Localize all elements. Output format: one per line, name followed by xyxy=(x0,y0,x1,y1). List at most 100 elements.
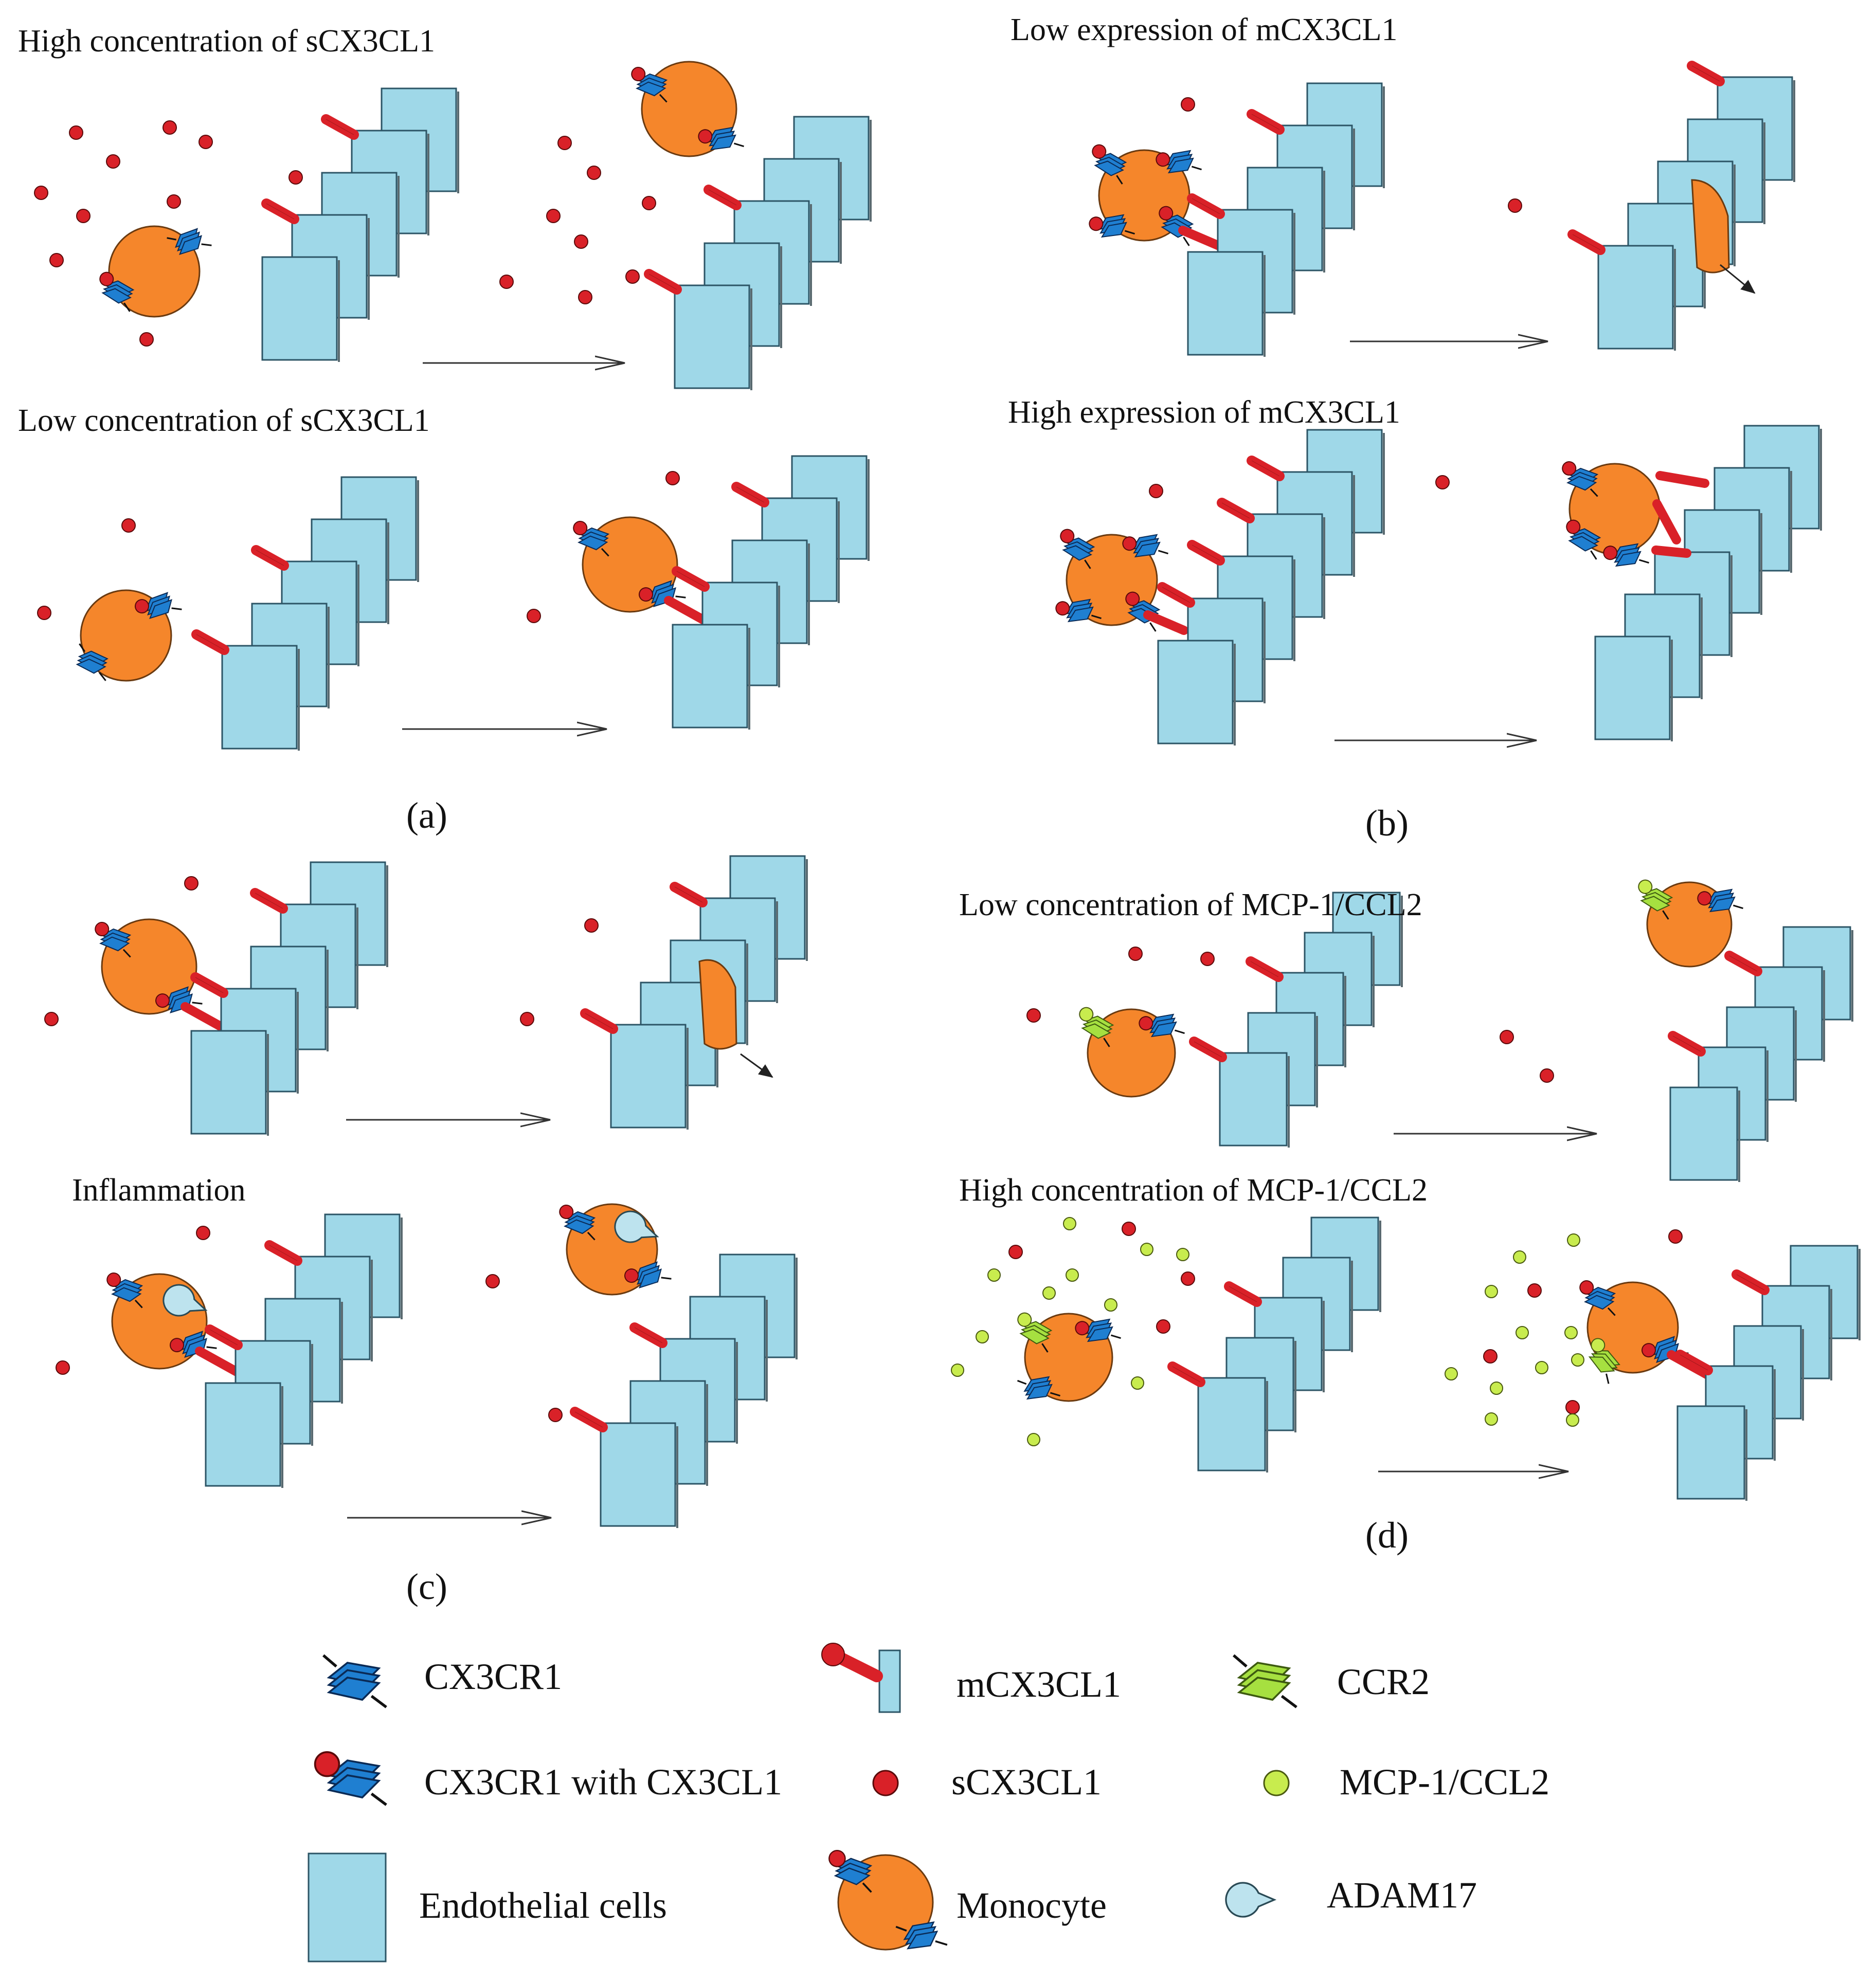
endothelial-cell xyxy=(672,624,748,729)
scx3cl1-dot xyxy=(56,1360,70,1375)
legend-label-scx3cl1: sCX3CL1 xyxy=(951,1761,1102,1803)
scx3cl1-dot xyxy=(121,518,136,533)
scx3cl1-dot xyxy=(587,166,601,180)
scx3cl1-dot xyxy=(163,120,177,135)
legend-mcx3cl1-membrane xyxy=(878,1649,901,1713)
tether-binding xyxy=(195,1347,241,1376)
mcx3cl1-pin xyxy=(196,634,224,650)
endothelial-cell xyxy=(610,1024,687,1129)
scx3cl1-dot xyxy=(199,135,213,149)
tether-binding xyxy=(1651,546,1691,558)
mcp1-dot xyxy=(1176,1248,1189,1261)
scx3cl1-dot xyxy=(1483,1349,1498,1364)
legend-label-endothelial: Endothelial cells xyxy=(419,1885,667,1926)
mcx3cl1-pin xyxy=(1573,234,1600,250)
scx3cl1-dot xyxy=(69,125,83,140)
mcx3cl1-pin xyxy=(1737,1275,1764,1290)
mcx3cl1-pin xyxy=(675,887,702,902)
mcx3cl1-pin xyxy=(736,487,764,502)
caption-inflammation: Inflammation xyxy=(72,1173,245,1208)
mcx3cl1-pin xyxy=(677,571,705,587)
panel-b xyxy=(1053,66,1822,746)
mcx3cl1-pin xyxy=(1252,114,1279,130)
mcx3cl1-pin xyxy=(1692,66,1720,81)
endothelial-cell xyxy=(261,256,338,361)
tether-binding xyxy=(1652,499,1681,544)
mcx3cl1-pin xyxy=(649,274,677,289)
legend-label-ccr2: CCR2 xyxy=(1337,1661,1430,1702)
scx3cl1-dot xyxy=(499,275,514,289)
mcp1-dot xyxy=(1566,1413,1579,1427)
mcx3cl1-pin xyxy=(210,1330,238,1345)
tether-binding xyxy=(1655,471,1709,488)
mcx3cl1-pin xyxy=(195,977,223,993)
scx3cl1-dot xyxy=(184,876,199,890)
scx3cl1-dot xyxy=(44,1012,59,1026)
mcp1-dot xyxy=(1445,1367,1458,1380)
legend-scx3cl1-icon xyxy=(872,1770,899,1796)
panel-label-a: (a) xyxy=(406,795,447,836)
scx3cl1-dot xyxy=(37,606,51,620)
mcp1-dot xyxy=(987,1268,1001,1282)
legend-mcp1-icon xyxy=(1263,1770,1290,1796)
endothelial-cell xyxy=(1197,1377,1266,1471)
mcx3cl1-pin xyxy=(1192,198,1220,214)
scx3cl1-dot xyxy=(1435,475,1450,489)
endothelial-cell xyxy=(600,1422,676,1527)
mcx3cl1-pin xyxy=(1680,1355,1708,1370)
endothelial-cell xyxy=(205,1382,281,1487)
mcx3cl1-pin xyxy=(1192,545,1220,560)
endothelial-cell xyxy=(221,645,298,750)
endothelial-cell xyxy=(1669,1086,1738,1181)
scx3cl1-dot xyxy=(1668,1229,1683,1244)
mcx3cl1-pin xyxy=(326,119,354,135)
endothelial-cell xyxy=(1187,251,1264,356)
legend-cx3cr1-icon xyxy=(323,1656,386,1707)
panel-c xyxy=(44,855,808,1528)
mcx3cl1-pin xyxy=(1222,503,1250,518)
endothelial-cell xyxy=(674,284,750,389)
mcx3cl1-pin xyxy=(1229,1286,1257,1302)
scx3cl1-dot xyxy=(1026,1008,1041,1023)
tether-binding xyxy=(664,596,710,626)
scx3cl1-dot xyxy=(1565,1400,1580,1414)
scx3cl1-dot xyxy=(1156,1319,1170,1334)
scx3cl1-dot xyxy=(665,471,680,485)
monocyte xyxy=(641,61,737,157)
mcp1-dot xyxy=(1567,1233,1580,1247)
legend-label-monocyte: Monocyte xyxy=(957,1885,1107,1926)
legend-label-adam17: ADAM17 xyxy=(1327,1875,1477,1916)
tether-binding xyxy=(181,1002,227,1032)
caption-low-scx3cl1: Low concentration of sCX3CL1 xyxy=(18,403,430,438)
endothelial-cell xyxy=(190,1030,267,1135)
scx3cl1-dot xyxy=(49,253,64,267)
mcp1-dot xyxy=(1027,1433,1040,1446)
scx3cl1-dot xyxy=(1508,198,1522,213)
scx3cl1-dot xyxy=(1527,1283,1542,1298)
endothelial-cell xyxy=(1157,640,1234,744)
migration-arrow xyxy=(740,1053,773,1078)
mcx3cl1-pin xyxy=(709,190,736,205)
mcp1-dot xyxy=(1063,1217,1076,1230)
mcp1-dot xyxy=(1513,1250,1526,1264)
migration-arrow xyxy=(1720,264,1756,294)
mcx3cl1-pin xyxy=(1172,1367,1200,1382)
mcp1-dot xyxy=(951,1364,964,1377)
scx3cl1-dot xyxy=(1181,97,1195,112)
mcx3cl1-pin xyxy=(1673,1036,1701,1051)
scx3cl1-dot xyxy=(584,918,599,933)
scx3cl1-dot xyxy=(1128,947,1143,961)
legend-endothelial-icon xyxy=(308,1852,387,1962)
legend-label-cx3cr1: CX3CR1 xyxy=(424,1656,562,1697)
caption-low-mcp1: Low concentration of MCP-1/CCL2 xyxy=(959,887,1422,922)
monocyte-transmigrating xyxy=(698,959,737,1050)
mcp1-dot xyxy=(1571,1353,1584,1367)
scx3cl1-dot xyxy=(642,196,656,210)
monocyte-transmigrating xyxy=(1691,179,1730,274)
scx3cl1-dot xyxy=(139,332,154,347)
scx3cl1-dot xyxy=(578,290,592,304)
endothelial-cell xyxy=(1676,1405,1745,1500)
mcx3cl1-pin xyxy=(635,1328,662,1343)
caption-high-mcp1: High concentration of MCP-1/CCL2 xyxy=(959,1173,1428,1208)
